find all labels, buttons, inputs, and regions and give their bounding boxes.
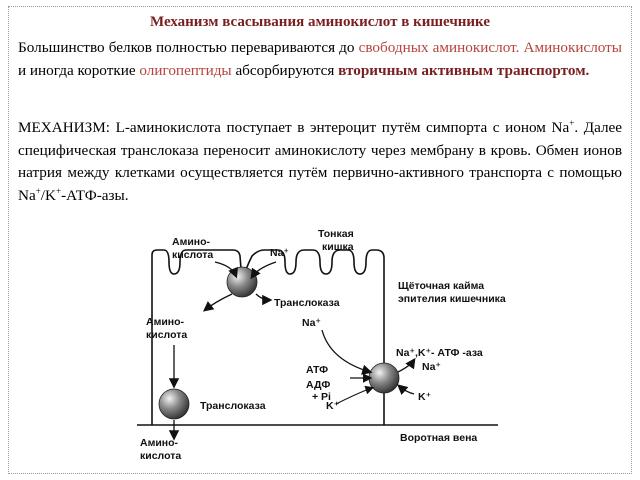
arrow-na-to-pump — [321, 329, 373, 375]
arrow-amino-cell — [202, 293, 233, 312]
na-right-label: Na⁺ — [422, 361, 441, 373]
translocase-top-label: Транслоказа — [274, 297, 340, 309]
mech-text-3: /K — [40, 186, 56, 204]
portal-vein-label: Воротная вена — [400, 432, 477, 444]
mech-text-4: -АТФ-азы. — [61, 186, 129, 204]
intro-text-1: Большинство белков полностью перевариваю… — [18, 39, 359, 56]
mech-sup-2: + — [35, 185, 41, 196]
k-right-label: K⁺ — [418, 391, 431, 403]
small-intestine-label-1: Тонкая — [318, 228, 354, 240]
amino-mid-label-1: Амино- — [146, 316, 185, 328]
small-intestine-label-2: кишка — [322, 241, 354, 253]
arrow-na-cell — [255, 293, 273, 306]
translocase-ball — [158, 388, 190, 420]
amino-mid-label-2: кислота — [146, 329, 187, 341]
translocase-bottom-label: Транслоказа — [200, 400, 266, 412]
mech-text-2: . Далее специфическая транслоказа перено… — [18, 119, 623, 204]
arrow-amino-in — [214, 261, 238, 279]
brush-border-label-1: Щёточная кайма — [398, 280, 484, 292]
brush-border-label-2: эпителия кишечника — [398, 293, 506, 305]
brush-border-membrane — [151, 249, 385, 300]
term-amino-acids: Аминокислоты — [523, 39, 623, 56]
arrow-k-in — [397, 384, 415, 396]
amino-bottom-label-2: кислота — [140, 450, 181, 462]
intro-text-4: абсорбируются — [231, 61, 339, 79]
term-oligopeptides: олигопептиды — [139, 61, 232, 79]
pi-label: + Pi — [312, 391, 331, 403]
term-secondary-active-transport: вторичным активным транспортом. — [338, 61, 590, 79]
amino-top-label-1: Амино- — [172, 236, 211, 248]
symporter-ball — [226, 266, 258, 298]
k-bottom-label: K⁺ — [326, 400, 339, 412]
mech-sup-3: + — [55, 185, 62, 196]
slide-frame — [8, 6, 632, 474]
intro-text-3: и иногда короткие — [18, 61, 140, 79]
arrow-k-bottom — [335, 385, 375, 405]
atf-label: АТФ — [306, 364, 328, 376]
adf-label: АДФ — [306, 379, 330, 391]
mech-text-1: МЕХАНИЗМ: L-аминокислота поступает в энт… — [18, 119, 570, 136]
amino-bottom-label-1: Амино- — [140, 437, 179, 449]
atpase-ball — [368, 362, 400, 394]
term-free-amino-acids: свободных аминокислот. — [358, 39, 520, 56]
na-mid-label: Na⁺ — [302, 317, 321, 329]
mech-sup-1: + — [569, 117, 575, 128]
atpase-label: Na⁺,K⁺- АТФ -аза — [396, 347, 483, 359]
arrow-na-in — [250, 261, 277, 280]
intro-paragraph: Большинство белков полностью перевариваю… — [18, 37, 622, 82]
na-top-label: Na⁺ — [270, 247, 289, 259]
mechanism-paragraph: МЕХАНИЗМ: L-аминокислота поступает в энт… — [18, 117, 622, 207]
amino-top-label-2: кислота — [172, 249, 213, 261]
slide-title: Механизм всасывания аминокислот в кишечн… — [150, 14, 490, 30]
arrow-na-out — [397, 357, 416, 373]
